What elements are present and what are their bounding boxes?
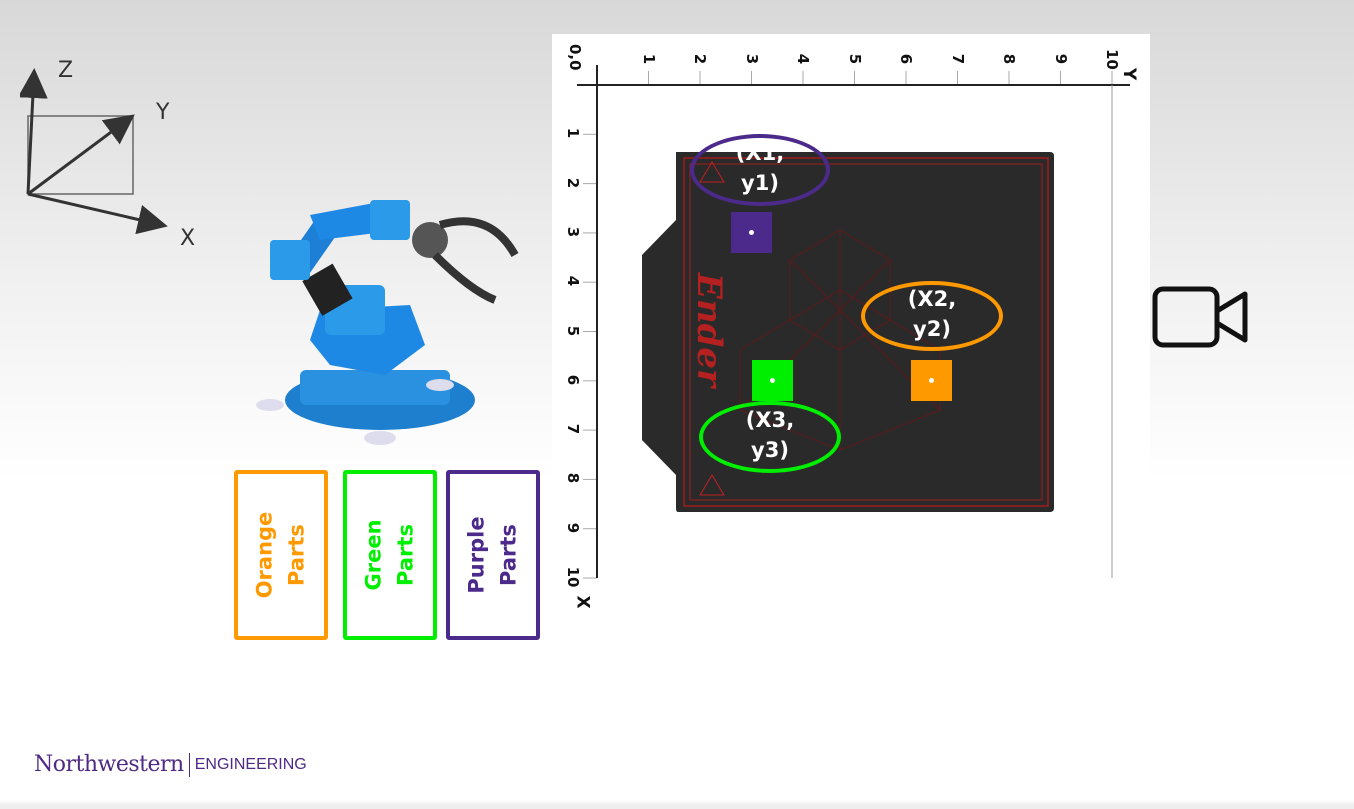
logo-sub: ENGINEERING <box>194 755 307 773</box>
target-square <box>911 360 953 402</box>
camera-icon <box>1152 286 1248 348</box>
axis-y-label: Y <box>156 100 170 125</box>
target-square <box>751 360 793 402</box>
robot-arm-image <box>256 200 519 445</box>
target-ellipse <box>699 401 841 473</box>
x-tick-label: 10 <box>564 566 582 588</box>
target-coordinate-label: (X3, y3) <box>745 408 795 463</box>
grid-lines <box>577 65 1130 579</box>
target-ellipse <box>861 281 1003 351</box>
target-center-dot <box>769 378 775 384</box>
orange-parts-bin: Orange Parts <box>234 470 328 640</box>
green-parts-bin: Green Parts <box>343 470 437 640</box>
bed-brand-logo: Ender <box>688 273 729 387</box>
target-ellipse <box>690 134 830 206</box>
bin-label: Green Parts <box>361 519 418 591</box>
axis-x-label: X <box>180 226 196 251</box>
bin-label: Purple Parts <box>464 516 521 594</box>
target-square <box>731 212 772 254</box>
y-tick-label: 5 <box>845 53 864 65</box>
y-tick-label: 1 <box>639 53 658 65</box>
y-tick-label: 7 <box>948 53 967 65</box>
target-coordinate-label: (X1, y1) <box>735 141 785 196</box>
logo-main: Northwestern <box>34 752 184 777</box>
x-tick-label: 2 <box>564 177 582 188</box>
y-tick-label: 4 <box>794 53 812 65</box>
bin-label: Orange Parts <box>252 511 309 599</box>
logo-divider <box>188 752 190 777</box>
northwestern-logo: Northwestern ENGINEERING <box>34 752 307 777</box>
plot-y-axis-label: Y <box>1119 67 1140 81</box>
plot-x-axis-label: X <box>572 595 593 609</box>
y-tick-label: 9 <box>1051 53 1070 65</box>
coordinate-axes-diagram <box>20 68 168 235</box>
x-tick-label: 1 <box>564 128 582 139</box>
target-coordinate-label: (X2, y2) <box>907 287 957 342</box>
x-tick-label: 5 <box>564 325 582 336</box>
axis-z-label: Z <box>58 58 74 83</box>
x-tick-label: 3 <box>564 226 582 238</box>
purple-parts-bin: Purple Parts <box>446 470 540 640</box>
y-tick-label: 6 <box>897 53 915 65</box>
target-center-dot <box>929 378 935 384</box>
x-tick-label: 4 <box>564 275 582 287</box>
y-tick-label: 8 <box>1000 53 1018 65</box>
y-tick-label: 10 <box>1103 49 1121 70</box>
target-center-dot <box>749 230 754 236</box>
y-tick-label: 3 <box>742 53 761 65</box>
x-tick-label: 6 <box>564 374 582 386</box>
x-tick-label: 9 <box>564 522 582 533</box>
x-tick-label: 8 <box>564 473 582 484</box>
origin-label: 0,0 <box>566 44 584 71</box>
x-tick-label: 7 <box>564 423 582 435</box>
y-tick-label: 2 <box>691 53 709 65</box>
